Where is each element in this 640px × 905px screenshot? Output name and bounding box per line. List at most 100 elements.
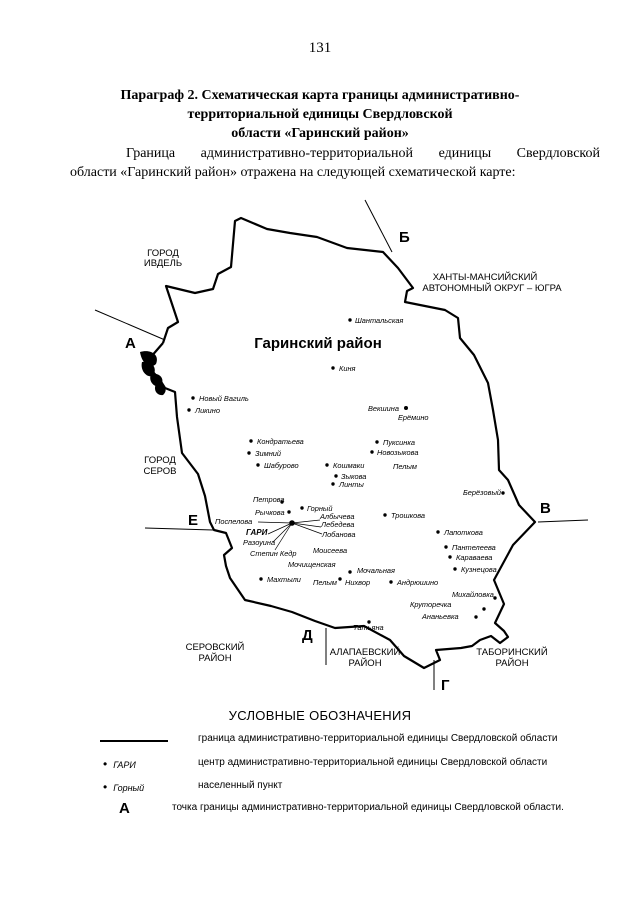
boundary-line-v [537, 519, 589, 523]
settlement-label: Лапоткова [443, 528, 483, 537]
legend-center-symbol: •ГАРИ [103, 757, 136, 771]
label-ivdel-1: ГОРОД [147, 248, 179, 259]
legend-settlement-text: населенный пункт [198, 780, 283, 791]
settlement-dot [256, 463, 260, 467]
label-alapaevsky-1: АЛАПАЕВСКИЙ [330, 646, 401, 658]
settlement-label: Андрюшино [396, 578, 438, 587]
center-label: ГАРИ [246, 528, 268, 537]
legend-settlement-symbol-label: Горный [113, 783, 145, 793]
legend-center-symbol-label: ГАРИ [113, 760, 136, 770]
settlement-label: Пантелеева [452, 543, 496, 552]
settlement-dot [453, 567, 457, 571]
settlement-label: Линты [338, 480, 364, 489]
legend-point-text: точка границы административно-территориа… [172, 802, 564, 813]
settlement-label: Нихвор [345, 578, 370, 587]
settlement-dot [493, 596, 497, 600]
intro-line-2: области «Гаринский район» отражена на сл… [70, 165, 516, 180]
legend-border-text: граница административно-территориальной … [198, 733, 558, 744]
settlement-label: Албычева [319, 512, 354, 521]
settlement-label: Лобанова [321, 530, 355, 539]
heading-line-3: области «Гаринский район» [231, 126, 409, 141]
settlement-dot [389, 580, 393, 584]
settlement-label: Михайловка [452, 590, 494, 599]
settlement-dot [370, 450, 374, 454]
settlement-label: Ананьевка [421, 612, 459, 621]
settlement-label: Поспелова [215, 517, 252, 526]
settlement-dot [482, 607, 486, 611]
settlement-dot [436, 530, 440, 534]
label-khmao-2: АВТОНОМНЫЙ ОКРУГ – ЮГРА [422, 282, 562, 294]
settlement-dot [187, 408, 191, 412]
settlement-dot [338, 577, 342, 581]
legend-title: УСЛОВНЫЕ ОБОЗНАЧЕНИЯ [228, 708, 412, 723]
settlement-label: Петрова [253, 495, 284, 504]
label-serov-city-1: ГОРОД [144, 455, 176, 466]
settlement-dot [474, 615, 478, 619]
settlement-dot [367, 620, 371, 624]
settlement-label: Шабурово [264, 461, 299, 470]
legend-center-text: центр административно-территориальной ед… [198, 757, 548, 768]
settlement-dot [300, 506, 304, 510]
settlement-label: Шантальская [355, 316, 403, 325]
label-khmao-1: ХАНТЫ-МАНСИЙСКИЙ [433, 271, 538, 283]
settlement-label: Новозыкова [377, 448, 418, 457]
settlement-dot [501, 491, 505, 495]
settlement-label: Киня [339, 364, 356, 373]
border-hatching [140, 351, 166, 396]
settlement-label: Лебедева [320, 520, 354, 529]
settlement-label: Кондратьева [257, 437, 304, 446]
border-point-g: Г [441, 677, 450, 694]
settlement-dot [383, 513, 387, 517]
settlement-label: Кузнецова [461, 565, 497, 574]
settlement-label: Рычкова [255, 508, 285, 517]
label-taborinsky-2: РАЙОН [495, 657, 528, 669]
settlement-dot [280, 500, 284, 504]
settlement-dot [375, 440, 379, 444]
settlement-dot [259, 577, 263, 581]
settlement-dot [448, 555, 452, 559]
settlement-label: Пелым [313, 578, 337, 587]
settlement-dot [444, 545, 448, 549]
label-ivdel-2: ИВДЕЛЬ [144, 258, 182, 269]
settlement-label: Горный [307, 504, 332, 513]
settlement-label: Пелым [393, 462, 417, 471]
settlement-dot [348, 318, 352, 322]
boundary-line-e [144, 527, 214, 531]
settlement-label: Махтыли [267, 575, 301, 584]
border-point-v: В [540, 500, 551, 517]
settlement-dot [287, 510, 291, 514]
settlement-label: Разоуина [243, 538, 275, 547]
center-marker [289, 520, 295, 526]
settlement-label: Векшина [368, 404, 399, 413]
heading-line-2: территориальной единицы Свердловской [187, 107, 453, 122]
settlement-label: Зыкова [341, 472, 366, 481]
settlement-label: Кошмаки [333, 461, 364, 470]
label-serov-city-2: СЕРОВ [143, 466, 176, 477]
center-connector-lines [257, 519, 323, 551]
settlement-label: Новый Вагиль [199, 394, 249, 403]
settlement-label: Ликино [194, 406, 220, 415]
settlement-dot [249, 439, 253, 443]
settlement-label: Мочищенская [288, 560, 336, 569]
settlement-dot [325, 463, 329, 467]
settlement-label: Мочальная [357, 566, 395, 575]
boundary-line-a [94, 309, 166, 341]
intro-paragraph: Граница административно-территориальной … [70, 144, 600, 182]
label-serov-district-1: СЕРОВСКИЙ [186, 641, 245, 653]
label-alapaevsky-2: РАЙОН [348, 657, 381, 669]
settlement-dot [404, 406, 408, 410]
settlement-dot [348, 570, 352, 574]
legend-settlement-symbol: •Горный [103, 780, 145, 794]
neighbor-boundaries [94, 199, 589, 690]
settlement-label: Пуксинка [383, 438, 415, 447]
settlement-label: Караваева [456, 553, 492, 562]
heading-line-1: Параграф 2. Схематическая карта границы … [120, 88, 520, 103]
settlement-label: Берёзовый [463, 488, 501, 497]
district-title: Гаринский район [254, 335, 382, 352]
section-heading: Параграф 2. Схематическая карта границы … [0, 86, 640, 143]
border-point-b: Б [399, 229, 410, 246]
label-taborinsky-1: ТАБОРИНСКИЙ [476, 646, 548, 658]
settlement-label: Моисеева [313, 546, 347, 555]
settlement-dot [331, 482, 335, 486]
legend-point-symbol: А [119, 800, 130, 817]
